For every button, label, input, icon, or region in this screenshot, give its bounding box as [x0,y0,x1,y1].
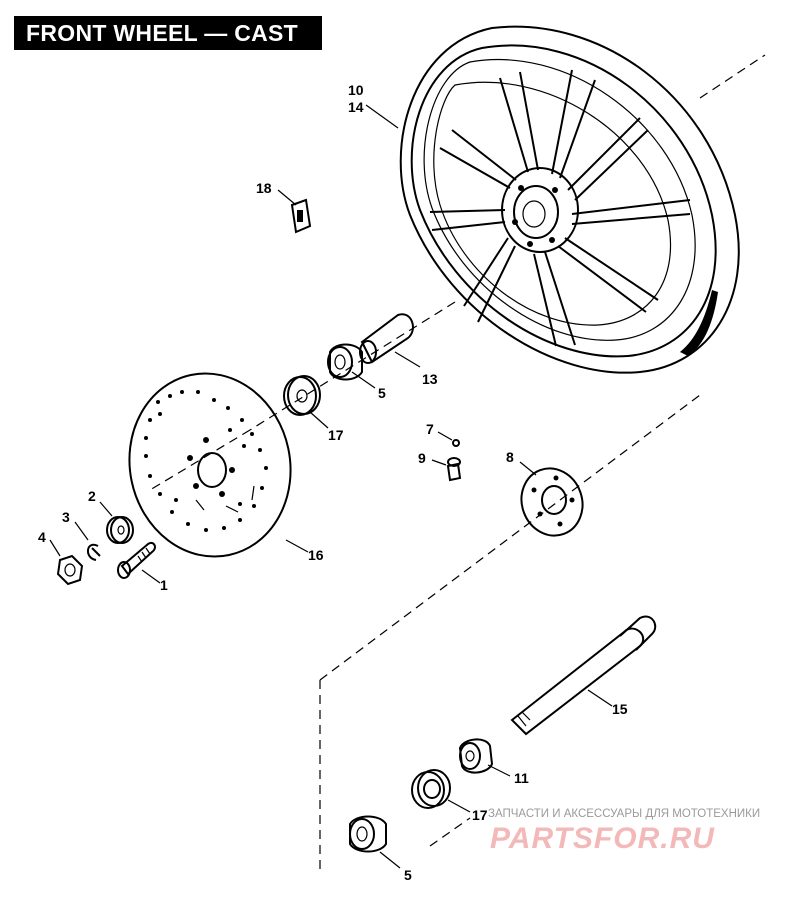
spacer-ring-bottom-part [411,769,451,809]
label-5a: 5 [378,385,386,401]
leader-lines [49,104,613,869]
label-5b: 5 [404,867,412,883]
spacer-tube-part [359,313,414,364]
spacer-ring-top-part [283,375,321,416]
watermark-subtitle: ЗАПЧАСТИ И АКСЕССУАРЫ ДЛЯ МОТОТЕХНИКИ [488,808,760,820]
spacer-lower-part [458,738,494,774]
label-17a: 17 [328,427,344,443]
label-1: 1 [160,577,168,593]
label-9: 9 [418,450,426,466]
label-7: 7 [426,421,434,437]
axle-part [510,615,657,736]
bearing-bottom-part [349,815,387,853]
nut-part [56,554,84,586]
lock-washer-part [87,543,101,561]
small-screw-part [452,439,460,447]
label-4: 4 [38,529,46,545]
brake-disc-part [128,372,292,558]
diagram-title: FRONT WHEEL — CAST [14,16,322,50]
valve-stem-part [446,457,462,482]
label-2: 2 [88,488,96,504]
label-16: 16 [308,547,324,563]
label-10: 10 [348,82,364,98]
label-11: 11 [514,770,529,786]
bolt-part [117,542,156,579]
watermark-logo: PARTSFOR.RU [490,822,715,855]
label-3: 3 [62,509,70,525]
label-17b: 17 [472,807,488,823]
assembly-bracket [319,394,701,870]
balance-weight-part [290,198,312,234]
label-14: 14 [348,99,364,115]
label-13: 13 [422,371,438,387]
washer-part [106,516,134,544]
hub-flange-part [520,467,584,537]
label-18: 18 [256,180,272,196]
label-8: 8 [506,449,514,465]
bearing-top-part [327,343,363,381]
cast-wheel-part [249,25,766,431]
label-15: 15 [612,701,628,717]
